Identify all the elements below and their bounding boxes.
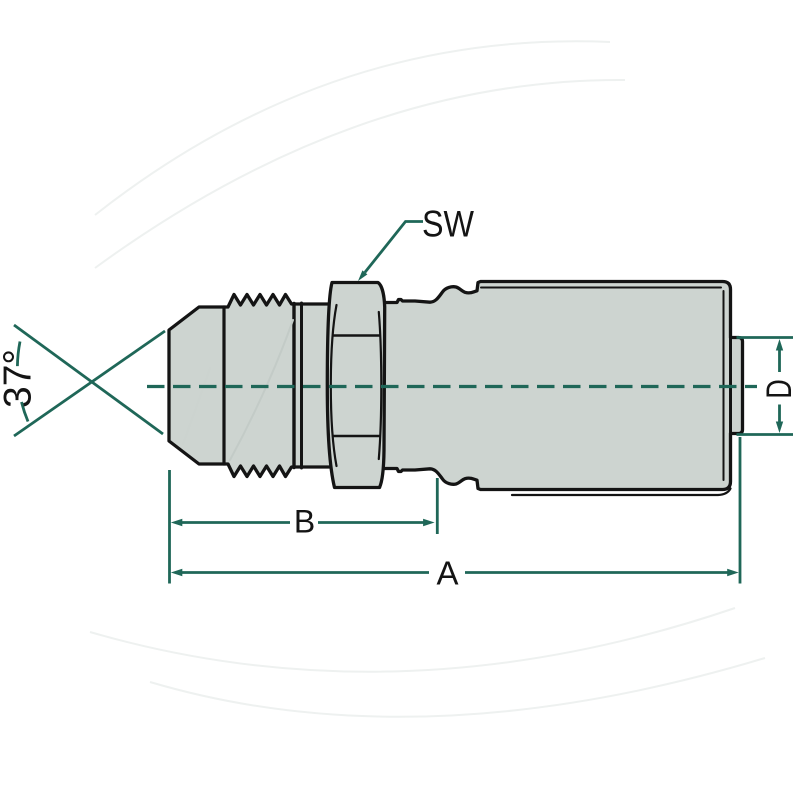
svg-text:37°: 37° bbox=[0, 349, 40, 408]
svg-text:D: D bbox=[760, 379, 799, 399]
svg-text:B: B bbox=[294, 504, 315, 540]
svg-text:A: A bbox=[436, 555, 458, 592]
svg-text:SW: SW bbox=[422, 204, 474, 245]
